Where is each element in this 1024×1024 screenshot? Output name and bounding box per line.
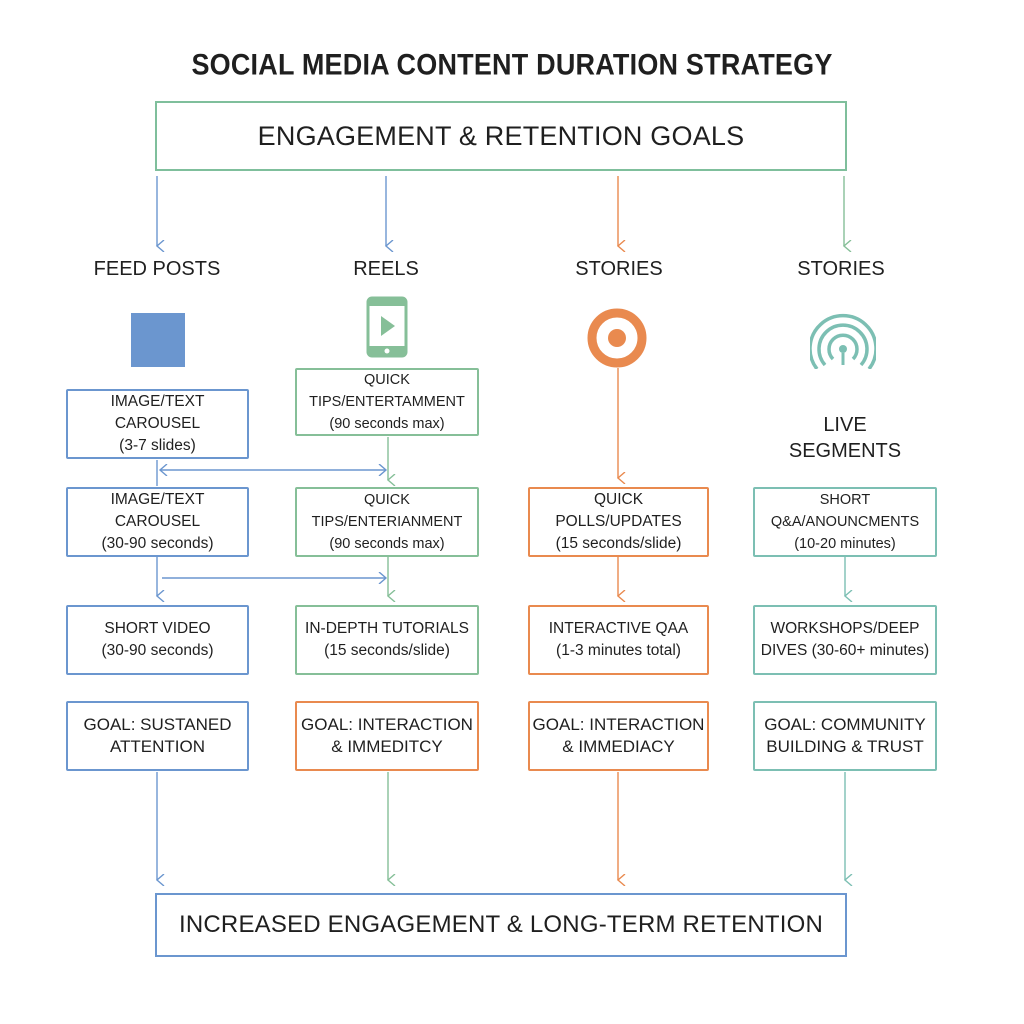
reels-box-tutorials: IN-DEPTH TUTORIALS (15 seconds/slide) xyxy=(295,605,479,675)
stories-box-polls: QUICK POLLS/UPDATES (15 seconds/slide) xyxy=(528,487,709,557)
reels-goal-box: GOAL: INTERACTION & IMMEDITCY xyxy=(295,701,479,771)
stories-goal-box: GOAL: INTERACTION & IMMEDIACY xyxy=(528,701,709,771)
stories-box-interactive-qa: INTERACTIVE QAA (1-3 minutes total) xyxy=(528,605,709,675)
feed-box-short-video: SHORT VIDEO (30-90 seconds) xyxy=(66,605,249,675)
phone-play-icon xyxy=(366,296,408,358)
feed-box-carousel-seconds: IMAGE/TEXT CAROUSEL (30-90 seconds) xyxy=(66,487,249,557)
top-banner: ENGAGEMENT & RETENTION GOALS xyxy=(155,101,847,171)
broadcast-icon xyxy=(810,314,876,369)
column-heading-feed-posts: FEED POSTS xyxy=(93,258,221,280)
feed-box-carousel-slides: IMAGE/TEXT CAROUSEL (3-7 slides) xyxy=(66,389,249,459)
reels-box-quick-tips-2: QUICK TIPS/ENTERIANMENT (90 seconds max) xyxy=(295,487,479,557)
reels-box-quick-tips-1: QUICK TIPS/ENTERTAMMENT (90 seconds max) xyxy=(295,368,479,436)
live-box-qa-announcements: SHORT Q&A/ANOUNCMENTS (10-20 minutes) xyxy=(753,487,937,557)
live-segments-label: LIVE SEGMENTS xyxy=(788,414,902,462)
column-heading-stories-live: STORIES xyxy=(797,258,885,280)
bottom-banner: INCREASED ENGAGEMENT & LONG-TERM RETENTI… xyxy=(155,893,847,957)
square-icon xyxy=(131,313,185,367)
diagram-title: SOCIAL MEDIA CONTENT DURATION STRATEGY xyxy=(191,48,833,82)
column-heading-reels: REELS xyxy=(353,258,419,280)
feed-goal-box: GOAL: SUSTANED ATTENTION xyxy=(66,701,249,771)
target-icon xyxy=(587,308,647,368)
live-goal-box: GOAL: COMMUNITY BUILDING & TRUST xyxy=(753,701,937,771)
column-heading-stories: STORIES xyxy=(575,258,663,280)
live-box-workshops: WORKSHOPS/DEEP DIVES (30-60+ minutes) xyxy=(753,605,937,675)
